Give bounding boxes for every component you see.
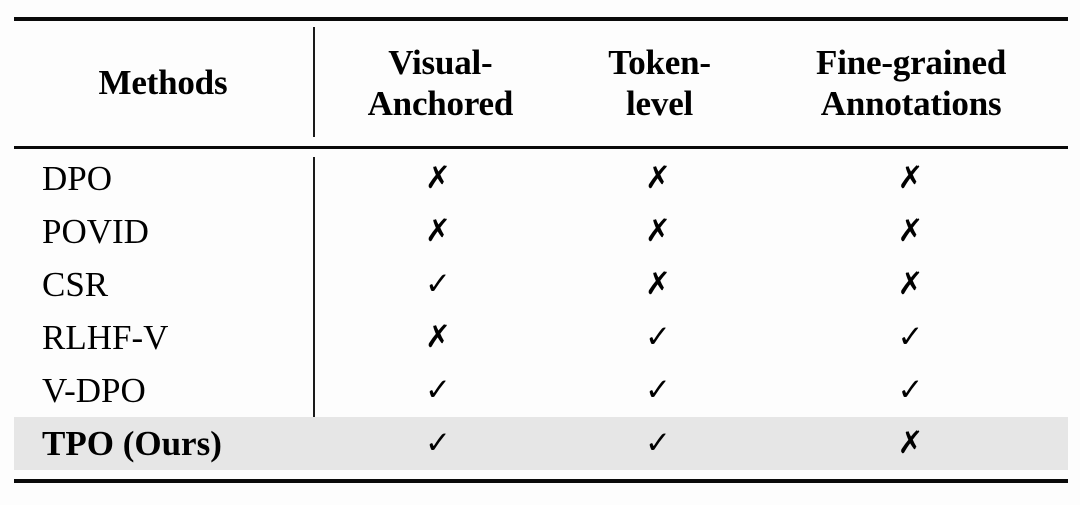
table-row: CSR ✓ ✗ ✗ — [14, 258, 1068, 311]
column-header-token-line-2: level — [626, 83, 694, 123]
cell-method-name: TPO (Ours) — [42, 424, 222, 463]
cell-fine-grained-mark: ✗ — [897, 160, 924, 196]
cell-token-level-mark: ✗ — [645, 160, 671, 196]
cell-token-level-mark: ✓ — [645, 319, 671, 355]
cell-visual-anchored-mark: ✗ — [425, 160, 451, 196]
table-header-row: Methods Visual- Anchored Token- level Fi… — [14, 21, 1068, 146]
column-divider-body — [313, 157, 315, 470]
cell-method-name: RLHF-V — [42, 318, 169, 357]
table-row: POVID ✗ ✗ ✗ — [14, 205, 1068, 258]
column-header-token-level: Token- level — [565, 43, 754, 124]
table-row: V-DPO ✓ ✓ ✓ — [14, 364, 1068, 417]
cell-method-name: V-DPO — [42, 371, 146, 410]
column-header-token-line-1: Token- — [608, 42, 711, 82]
column-divider-header — [313, 27, 315, 137]
cell-method-name: CSR — [42, 265, 109, 304]
column-header-visual-line-2: Anchored — [367, 83, 514, 123]
table-bottom-rule — [14, 479, 1068, 483]
table-row: DPO ✗ ✗ ✗ — [14, 152, 1068, 205]
table-row-highlighted: TPO (Ours) ✓ ✓ ✗ — [14, 417, 1068, 470]
cell-method-name: POVID — [42, 212, 149, 251]
cell-visual-anchored-mark: ✗ — [425, 319, 451, 355]
cell-visual-anchored-mark: ✓ — [425, 266, 451, 302]
column-header-fine-line-2: Annotations — [820, 83, 1002, 123]
cell-token-level-mark: ✗ — [645, 266, 671, 302]
column-header-fine-line-1: Fine-grained — [816, 42, 1007, 82]
table-body: DPO ✗ ✗ ✗ POVID ✗ ✗ ✗ CSR ✓ ✗ ✗ RLHF-V ✗… — [14, 152, 1068, 470]
cell-fine-grained-mark: ✗ — [897, 213, 924, 249]
cell-fine-grained-mark: ✓ — [897, 319, 924, 355]
column-header-methods: Methods — [14, 63, 316, 104]
cell-fine-grained-mark: ✓ — [897, 372, 924, 408]
column-header-methods-line-1: Methods — [98, 63, 228, 103]
cell-token-level-mark: ✓ — [645, 425, 671, 461]
table-top-rule — [14, 17, 1068, 21]
table-header-rule — [14, 146, 1068, 149]
column-header-visual-line-1: Visual- — [388, 42, 493, 82]
cell-token-level-mark: ✗ — [645, 213, 671, 249]
cell-fine-grained-mark: ✗ — [897, 266, 924, 302]
cell-token-level-mark: ✓ — [645, 372, 671, 408]
column-header-fine-grained-annotations: Fine-grained Annotations — [754, 43, 1068, 124]
cell-method-name: DPO — [42, 159, 113, 198]
cell-visual-anchored-mark: ✓ — [425, 372, 451, 408]
table-row: RLHF-V ✗ ✓ ✓ — [14, 311, 1068, 364]
cell-visual-anchored-mark: ✓ — [425, 425, 451, 461]
cell-visual-anchored-mark: ✗ — [425, 213, 451, 249]
column-header-visual-anchored: Visual- Anchored — [316, 43, 565, 124]
cell-fine-grained-mark: ✗ — [897, 425, 924, 461]
